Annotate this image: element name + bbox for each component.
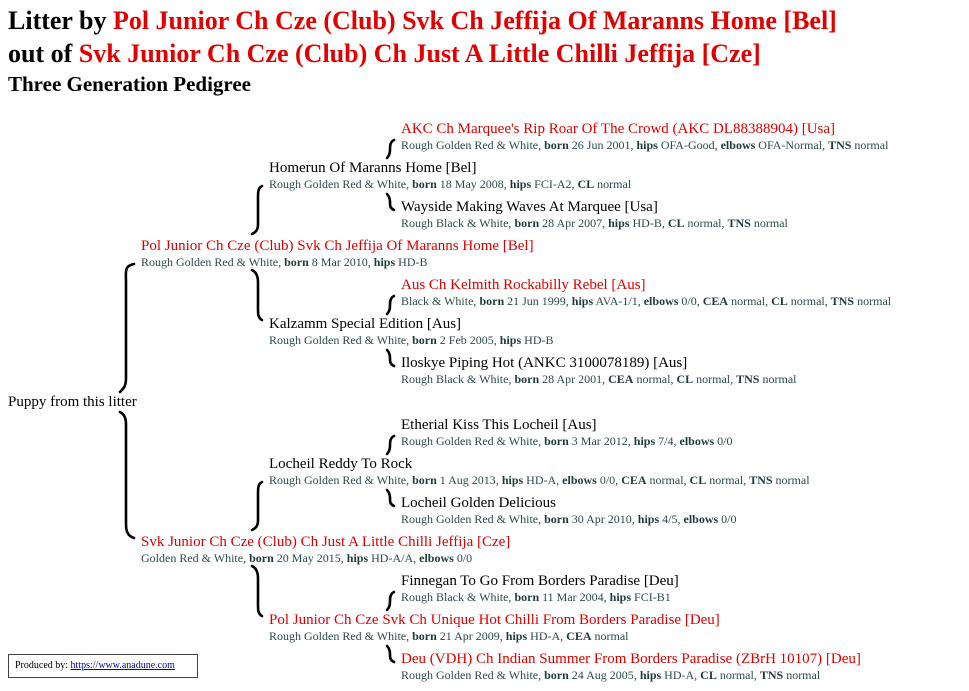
dog-ssd: Wayside Making Waves At Marquee [Usa] Ro… bbox=[401, 199, 788, 231]
dog-details: Black & White, born 21 Jun 1999, hips AV… bbox=[401, 294, 892, 308]
bracket-puppy-sire bbox=[118, 262, 136, 394]
dog-name-link[interactable]: Deu (VDH) Ch Indian Summer From Borders … bbox=[401, 651, 861, 667]
bracket-dam-ds bbox=[250, 480, 264, 532]
bracket-ds-dss bbox=[385, 434, 396, 456]
dog-details: Rough Golden Red & White, born 8 Mar 201… bbox=[141, 255, 428, 269]
dog-dss: Etherial Kiss This Locheil [Aus] Rough G… bbox=[401, 417, 733, 449]
dog-sire-dam: Kalzamm Special Edition [Aus] Rough Gold… bbox=[269, 316, 554, 348]
dog-name-link[interactable]: Svk Junior Ch Cze (Club) Ch Just A Littl… bbox=[141, 534, 511, 550]
dog-name-link[interactable]: Pol Junior Ch Cze Svk Ch Unique Hot Chil… bbox=[269, 612, 720, 628]
dog-name: Kalzamm Special Edition [Aus] bbox=[269, 316, 462, 332]
litter-sire-heading: Litter by Pol Junior Ch Cze (Club) Svk C… bbox=[8, 6, 837, 36]
litter-by-prefix: Litter by bbox=[8, 6, 113, 35]
dog-name: Wayside Making Waves At Marquee [Usa] bbox=[401, 199, 658, 215]
dog-details: Rough Golden Red & White, born 26 Jun 20… bbox=[401, 138, 889, 152]
litter-dam-heading: out of Svk Junior Ch Cze (Club) Ch Just … bbox=[8, 39, 761, 69]
dog-details: Rough Golden Red & White, born 1 Aug 201… bbox=[269, 473, 810, 487]
dam-link[interactable]: Svk Junior Ch Cze (Club) Ch Just A Littl… bbox=[78, 39, 761, 68]
dog-name: Homerun Of Maranns Home [Bel] bbox=[269, 160, 477, 176]
bracket-dam-dd bbox=[250, 564, 264, 618]
dog-details: Rough Golden Red & White, born 24 Aug 20… bbox=[401, 668, 821, 682]
dog-dds: Finnegan To Go From Borders Paradise [De… bbox=[401, 573, 679, 605]
out-of-prefix: out of bbox=[8, 39, 79, 68]
page-subtitle: Three Generation Pedigree bbox=[8, 72, 251, 96]
dog-details: Golden Red & White, born 20 May 2015, hi… bbox=[141, 551, 473, 565]
dog-details: Rough Golden Red & White, born 18 May 20… bbox=[269, 177, 632, 191]
bracket-sire-sd bbox=[250, 268, 264, 322]
bracket-puppy-dam bbox=[118, 410, 136, 540]
dog-sire-sire: Homerun Of Maranns Home [Bel] Rough Gold… bbox=[269, 160, 631, 192]
dog-ddd: Deu (VDH) Ch Indian Summer From Borders … bbox=[401, 651, 861, 683]
dog-dam-dam: Pol Junior Ch Cze Svk Ch Unique Hot Chil… bbox=[269, 612, 720, 644]
dog-details: Rough Golden Red & White, born 21 Apr 20… bbox=[269, 629, 629, 643]
dog-name: Locheil Golden Delicious bbox=[401, 495, 556, 511]
puppy-entry: Puppy from this litter bbox=[8, 394, 137, 411]
dog-dam: Svk Junior Ch Cze (Club) Ch Just A Littl… bbox=[141, 534, 510, 566]
dog-name-link[interactable]: Pol Junior Ch Cze (Club) Svk Ch Jeffija … bbox=[141, 238, 534, 254]
dog-sss: AKC Ch Marquee's Rip Roar Of The Crowd (… bbox=[401, 121, 888, 153]
bracket-ss-ssd bbox=[385, 192, 396, 212]
dog-details: Rough Black & White, born 28 Apr 2001, C… bbox=[401, 372, 797, 386]
dog-details: Rough Golden Red & White, born 30 Apr 20… bbox=[401, 512, 737, 526]
anadune-link[interactable]: https://www.anadune.com bbox=[70, 660, 175, 671]
dog-name: Iloskye Piping Hot (ANKC 3100078189) [Au… bbox=[401, 355, 688, 371]
bracket-ss-sss bbox=[385, 138, 396, 160]
bracket-ds-dsd bbox=[385, 488, 396, 508]
dog-details: Rough Golden Red & White, born 2 Feb 200… bbox=[269, 333, 554, 347]
bracket-sd-sds bbox=[385, 294, 396, 316]
dog-name-link[interactable]: Aus Ch Kelmith Rockabilly Rebel [Aus] bbox=[401, 277, 646, 293]
bracket-dd-dds bbox=[385, 590, 396, 612]
dog-name-link[interactable]: AKC Ch Marquee's Rip Roar Of The Crowd (… bbox=[401, 121, 836, 137]
dog-sire: Pol Junior Ch Cze (Club) Svk Ch Jeffija … bbox=[141, 238, 534, 270]
dog-name: Finnegan To Go From Borders Paradise [De… bbox=[401, 573, 679, 589]
bracket-sire-ss bbox=[250, 184, 264, 236]
dog-sds: Aus Ch Kelmith Rockabilly Rebel [Aus] Bl… bbox=[401, 277, 891, 309]
dog-dam-sire: Locheil Reddy To Rock Rough Golden Red &… bbox=[269, 456, 810, 488]
dog-details: Rough Black & White, born 28 Apr 2007, h… bbox=[401, 216, 788, 230]
bracket-sd-sdd bbox=[385, 348, 396, 368]
dog-details: Rough Golden Red & White, born 3 Mar 201… bbox=[401, 434, 733, 448]
dog-sdd: Iloskye Piping Hot (ANKC 3100078189) [Au… bbox=[401, 355, 796, 387]
produced-by-label: Produced by: bbox=[15, 660, 71, 671]
produced-by-box: Produced by: https://www.anadune.com bbox=[8, 654, 198, 678]
bracket-dd-ddd bbox=[385, 644, 396, 664]
sire-link[interactable]: Pol Junior Ch Cze (Club) Svk Ch Jeffija … bbox=[112, 6, 837, 35]
dog-name: Etherial Kiss This Locheil [Aus] bbox=[401, 417, 597, 433]
dog-dsd: Locheil Golden Delicious Rough Golden Re… bbox=[401, 495, 737, 527]
dog-name: Locheil Reddy To Rock bbox=[269, 456, 413, 472]
puppy-label: Puppy from this litter bbox=[8, 394, 137, 410]
dog-details: Rough Black & White, born 11 Mar 2004, h… bbox=[401, 590, 671, 604]
